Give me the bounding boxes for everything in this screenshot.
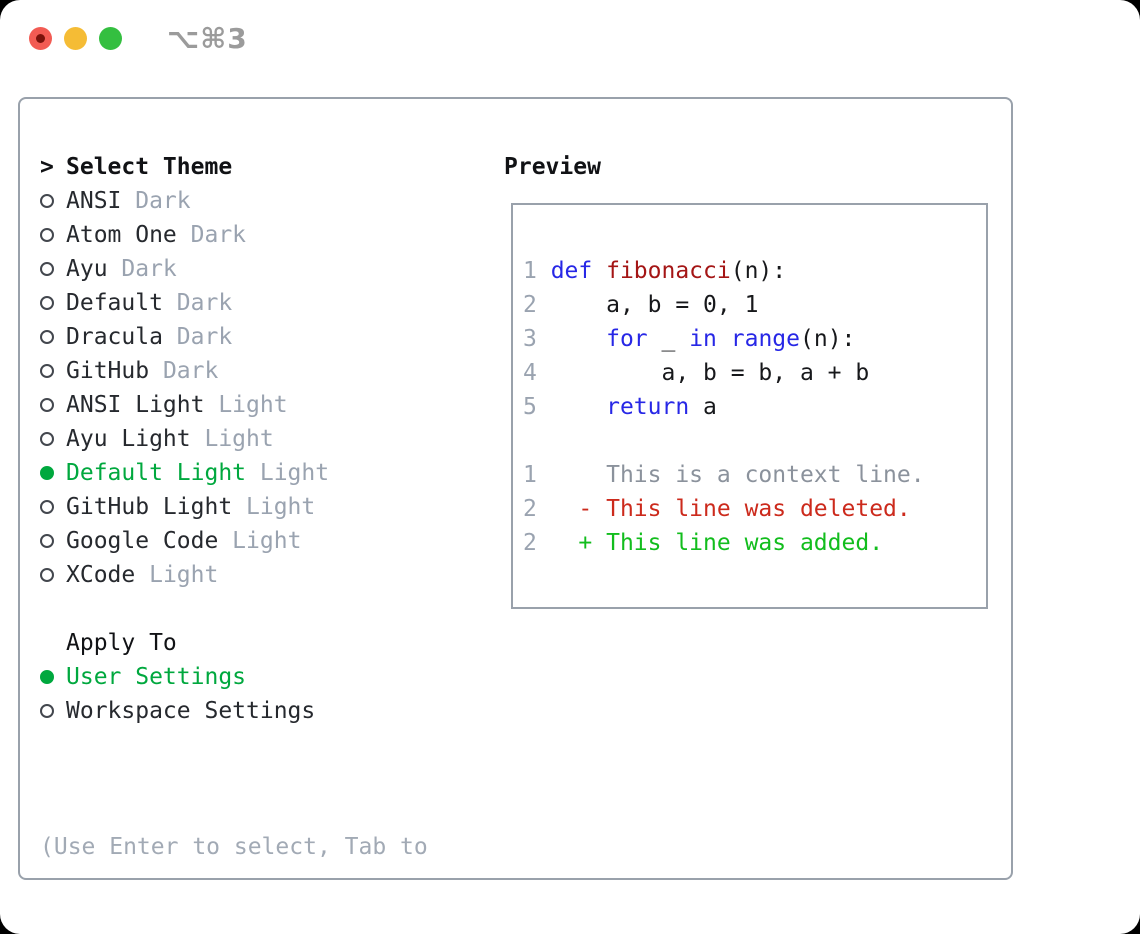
radio-selected-icon bbox=[40, 466, 54, 480]
diff-line-del: 2 - This line was deleted. bbox=[523, 496, 911, 522]
radio-unselected-icon bbox=[40, 432, 54, 446]
variant-label: Light bbox=[135, 562, 219, 588]
code-line: 5 return a bbox=[523, 394, 717, 420]
zoom-button[interactable] bbox=[99, 27, 122, 50]
theme-option-ansi[interactable]: ANSI Dark bbox=[40, 184, 329, 218]
variant-label: Light bbox=[204, 392, 288, 418]
blank-line bbox=[523, 424, 925, 458]
select-theme-header: > Select Theme bbox=[40, 150, 329, 184]
line-number: 1 bbox=[523, 258, 551, 284]
line-number: 4 bbox=[523, 360, 551, 386]
theme-option-default-light[interactable]: Default Light Light bbox=[40, 456, 329, 490]
radio-unselected-icon bbox=[40, 194, 54, 208]
radio-unselected-icon bbox=[40, 398, 54, 412]
code-line: 1 def fibonacci(n): bbox=[523, 258, 787, 284]
minimize-button[interactable] bbox=[64, 27, 87, 50]
theme-option-ansi-light[interactable]: ANSI Light Light bbox=[40, 388, 329, 422]
variant-label: Dark bbox=[162, 290, 233, 316]
title-bar: ⌥⌘3 bbox=[0, 0, 1140, 78]
radio-unselected-icon bbox=[40, 330, 54, 344]
option-label: Ayu Light bbox=[66, 426, 191, 452]
variant-label: Dark bbox=[121, 188, 191, 214]
radio-unselected-icon bbox=[40, 534, 54, 548]
apply-to-title: Apply To bbox=[66, 630, 177, 656]
radio-selected-icon bbox=[40, 670, 54, 684]
line-number: 2 bbox=[523, 530, 537, 556]
preview-title: Preview bbox=[504, 154, 601, 180]
help-line: (Use Enter to select, Tab to bbox=[40, 834, 428, 860]
line-number: 5 bbox=[523, 394, 551, 420]
variant-label: Light bbox=[232, 494, 316, 520]
option-label: Workspace Settings bbox=[66, 698, 316, 724]
window-shortcut-label: ⌥⌘3 bbox=[167, 22, 248, 55]
code-line: 3 for _ in range(n): bbox=[523, 326, 856, 352]
variant-label: Light bbox=[246, 460, 330, 486]
option-label: Google Code bbox=[66, 528, 219, 554]
radio-unselected-icon bbox=[40, 500, 54, 514]
variant-label: Dark bbox=[162, 324, 233, 350]
option-label: User Settings bbox=[66, 664, 247, 690]
theme-option-github[interactable]: GitHub Dark bbox=[40, 354, 329, 388]
option-label: ANSI bbox=[66, 188, 122, 214]
theme-option-google-code[interactable]: Google Code Light bbox=[40, 524, 329, 558]
diff-line-add: 2 + This line was added. bbox=[523, 530, 884, 556]
variant-label: Dark bbox=[107, 256, 177, 282]
option-label: ANSI Light bbox=[66, 392, 205, 418]
variant-label: Dark bbox=[176, 222, 247, 248]
close-button[interactable] bbox=[29, 27, 52, 50]
variant-label: Light bbox=[190, 426, 274, 452]
radio-unselected-icon bbox=[40, 296, 54, 310]
code-preview: 1 def fibonacci(n): 2 a, b = 0, 1 3 for _ … bbox=[523, 254, 925, 560]
radio-unselected-icon bbox=[40, 568, 54, 582]
variant-label: Dark bbox=[149, 358, 219, 384]
option-label: Atom One bbox=[66, 222, 177, 248]
line-number: 2 bbox=[523, 496, 537, 522]
variant-label: Light bbox=[218, 528, 302, 554]
diff-line-ctx: 1 This is a context line. bbox=[523, 462, 925, 488]
theme-option-dracula[interactable]: Dracula Dark bbox=[40, 320, 329, 354]
code-line: 2 a, b = 0, 1 bbox=[523, 292, 759, 318]
radio-unselected-icon bbox=[40, 704, 54, 718]
radio-unselected-icon bbox=[40, 262, 54, 276]
option-label: GitHub bbox=[66, 358, 150, 384]
preview-pane: 1 def fibonacci(n): 2 a, b = 0, 1 3 for _ … bbox=[511, 203, 988, 609]
option-label: Default bbox=[66, 290, 163, 316]
apply-option-user-settings[interactable]: User Settings bbox=[40, 660, 315, 694]
option-label: GitHub Light bbox=[66, 494, 233, 520]
option-label: XCode bbox=[66, 562, 136, 588]
option-label: Default Light bbox=[66, 460, 247, 486]
option-label: Ayu bbox=[66, 256, 108, 282]
code-line: 4 a, b = b, a + b bbox=[523, 360, 870, 386]
help-text: (Use Enter to select, Tab to change focu… bbox=[40, 762, 428, 934]
theme-option-atom-one[interactable]: Atom One Dark bbox=[40, 218, 329, 252]
theme-option-ayu-light[interactable]: Ayu Light Light bbox=[40, 422, 329, 456]
radio-unselected-icon bbox=[40, 364, 54, 378]
radio-unselected-icon bbox=[40, 228, 54, 242]
theme-option-ayu[interactable]: Ayu Dark bbox=[40, 252, 329, 286]
theme-option-xcode[interactable]: XCode Light bbox=[40, 558, 329, 592]
preview-header: Preview bbox=[504, 150, 601, 184]
theme-option-github-light[interactable]: GitHub Light Light bbox=[40, 490, 329, 524]
line-number: 1 bbox=[523, 462, 537, 488]
line-number: 2 bbox=[523, 292, 551, 318]
prompt-caret-icon: > bbox=[40, 154, 54, 180]
option-label: Dracula bbox=[66, 324, 163, 350]
select-theme-title: Select Theme bbox=[66, 154, 233, 180]
apply-to-header: Apply To bbox=[40, 626, 315, 660]
line-number: 3 bbox=[523, 326, 551, 352]
apply-option-workspace-settings[interactable]: Workspace Settings bbox=[40, 694, 315, 728]
theme-option-default[interactable]: Default Dark bbox=[40, 286, 329, 320]
